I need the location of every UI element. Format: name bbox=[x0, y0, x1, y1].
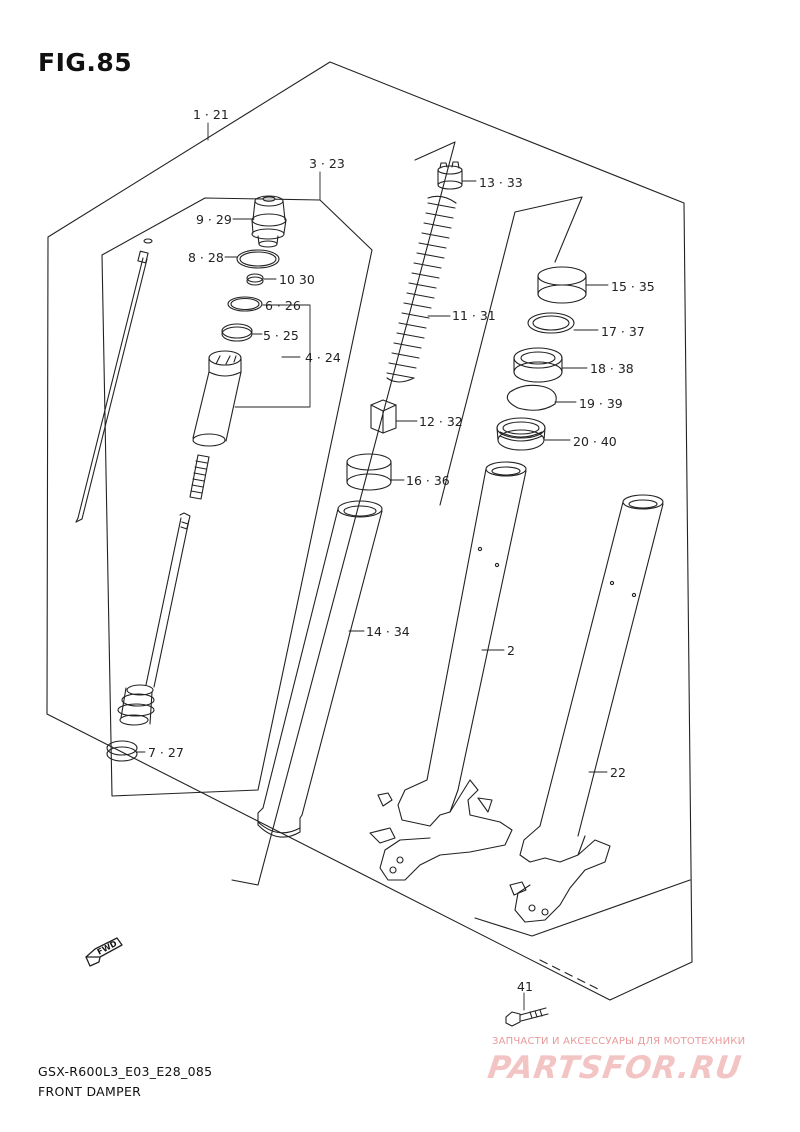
callout-8-28: 8 · 28 bbox=[188, 250, 224, 265]
callout-20-40: 20 · 40 bbox=[573, 434, 617, 449]
dust-seal-20 bbox=[496, 417, 546, 451]
callout-9-29: 9 · 29 bbox=[196, 212, 232, 227]
callout-11-31: 11 · 31 bbox=[452, 308, 496, 323]
callout-19-39: 19 · 39 bbox=[579, 396, 623, 411]
piston-rod bbox=[117, 512, 191, 726]
o-ring-8 bbox=[236, 249, 280, 269]
group-boundary-spring-tube bbox=[231, 141, 456, 886]
callout-41: 41 bbox=[517, 979, 533, 994]
callout-13-33: 13 · 33 bbox=[479, 175, 523, 190]
damper-rod bbox=[75, 238, 153, 523]
ring-7 bbox=[106, 740, 138, 756]
group-boundary-bolt bbox=[539, 959, 601, 991]
leader-lines bbox=[135, 122, 609, 1011]
watermark-logo: PARTSFOR.RU bbox=[485, 1050, 745, 1086]
assembly-boundary-1 bbox=[46, 61, 693, 1001]
callout-1-21: 1 · 21 bbox=[193, 107, 229, 122]
callout-7-27: 7 · 27 bbox=[148, 745, 184, 760]
figure-code: GSX-R600L3_E03_E28_085 bbox=[38, 1064, 213, 1079]
circlip-19 bbox=[506, 384, 557, 411]
outer-tube-left bbox=[369, 461, 527, 881]
fwd-label: FWD bbox=[96, 939, 119, 957]
fork-spring bbox=[386, 195, 457, 383]
callout-16-36: 16 · 36 bbox=[406, 473, 450, 488]
ring-5 bbox=[221, 323, 253, 339]
washer-17 bbox=[527, 312, 575, 334]
spacer-collar bbox=[370, 399, 397, 434]
callout-4-24: 4 · 24 bbox=[305, 350, 341, 365]
callout-5-25: 5 · 25 bbox=[263, 328, 299, 343]
inner-tube bbox=[257, 500, 383, 838]
callout-3-23: 3 · 23 bbox=[309, 156, 345, 171]
damper-cylinder bbox=[192, 350, 242, 447]
group-boundary-bottom bbox=[474, 879, 691, 937]
watermark-tagline: ЗАПЧАСТИ И АКСЕССУАРЫ ДЛЯ МОТОТЕХНИКИ bbox=[492, 1036, 746, 1047]
callout-15-35: 15 · 35 bbox=[611, 279, 655, 294]
fwd-arrow-icon bbox=[85, 937, 123, 967]
callout-6-26: 6 · 26 bbox=[265, 298, 301, 313]
callout-labels: 1 · 21 3 · 23 9 · 29 8 · 28 10 30 6 · 26… bbox=[148, 107, 655, 994]
callout-10-30: 10 30 bbox=[279, 272, 315, 287]
subassembly-boundary-3 bbox=[101, 197, 373, 797]
fork-cap-bolt bbox=[251, 195, 287, 248]
rebound-spring bbox=[189, 454, 210, 500]
axle-pinch-bolt bbox=[505, 1007, 549, 1027]
slide-bush-15 bbox=[537, 266, 587, 304]
oil-seal-18 bbox=[513, 347, 563, 383]
callout-18-38: 18 · 38 bbox=[590, 361, 634, 376]
callout-12-32: 12 · 32 bbox=[419, 414, 463, 429]
outer-tube-right bbox=[509, 494, 664, 923]
figure-title: FIG.85 bbox=[38, 48, 133, 77]
callout-22: 22 bbox=[610, 765, 626, 780]
lock-nut-10 bbox=[246, 273, 264, 286]
washer-6 bbox=[227, 296, 263, 312]
guide-bush-16 bbox=[346, 453, 392, 491]
callout-14-34: 14 · 34 bbox=[366, 624, 410, 639]
callout-2: 2 bbox=[507, 643, 515, 658]
figure-name: FRONT DAMPER bbox=[38, 1084, 142, 1099]
callout-17-37: 17 · 37 bbox=[601, 324, 645, 339]
spring-adjuster bbox=[437, 161, 463, 190]
group-boundary-outer-tube bbox=[439, 196, 583, 506]
